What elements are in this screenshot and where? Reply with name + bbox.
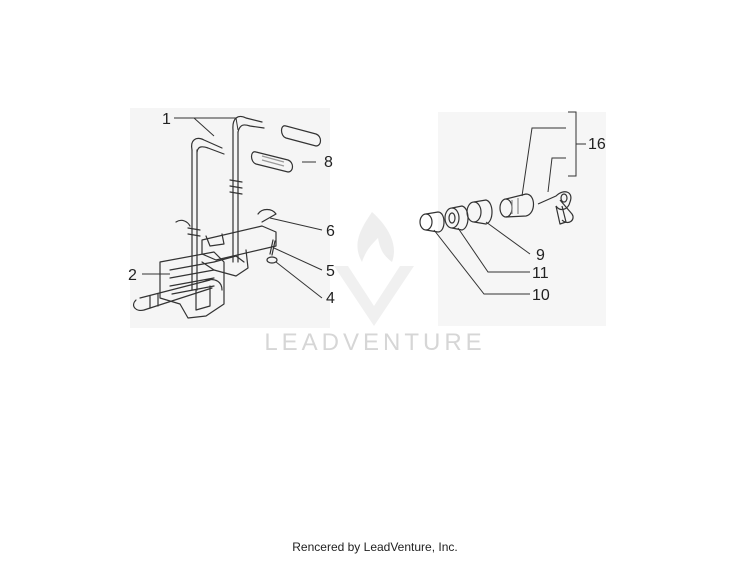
callout-8: 8 [324, 154, 333, 171]
watermark-text: LEADVENTURE [264, 329, 485, 356]
callout-2: 2 [128, 267, 137, 284]
callout-9: 9 [536, 247, 545, 264]
callout-10: 10 [532, 287, 550, 304]
right-panel [438, 112, 606, 326]
grip-part [250, 125, 322, 173]
left-leaders [142, 117, 323, 299]
footer-credit: Rencered by LeadVenture, Inc. [292, 540, 458, 554]
right-leaders [433, 111, 586, 295]
left-panel [130, 108, 330, 328]
left-assembly [132, 115, 278, 319]
right-assembly [419, 191, 574, 233]
callout-1: 1 [162, 111, 171, 128]
callout-5: 5 [326, 263, 335, 280]
callout-4: 4 [326, 290, 335, 307]
watermark-logo-icon [334, 212, 414, 326]
callout-16: 16 [588, 136, 606, 153]
callout-11: 11 [532, 265, 549, 282]
callout-6: 6 [326, 223, 335, 240]
